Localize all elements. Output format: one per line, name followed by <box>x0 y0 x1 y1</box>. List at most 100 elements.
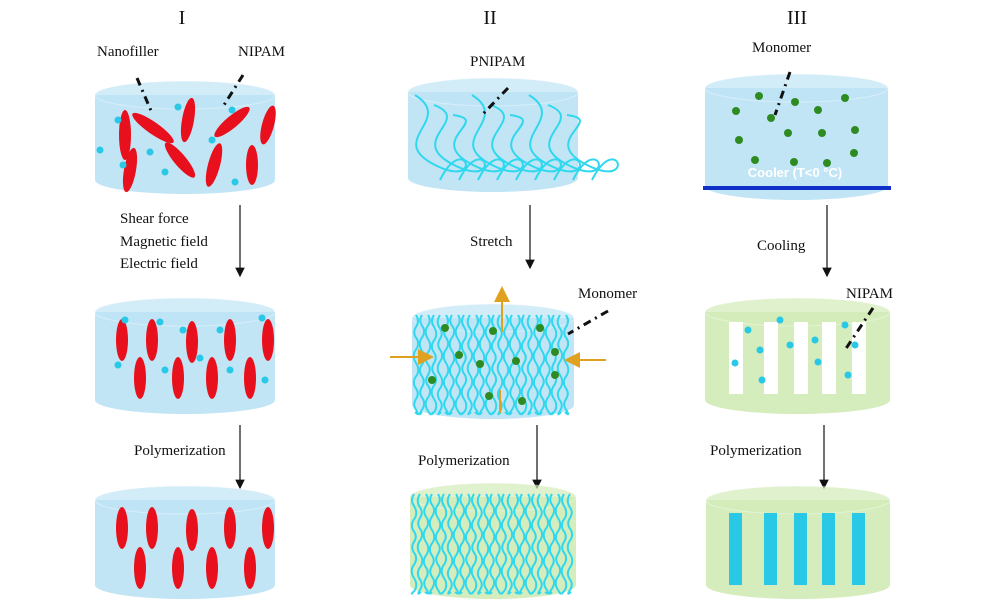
nipam-dot <box>208 136 216 144</box>
polymer-chain <box>524 493 532 595</box>
nipam-dot <box>731 359 739 367</box>
nanofiller-rod <box>214 106 250 138</box>
nanofiller-rod <box>186 509 198 551</box>
pnipam-chain <box>509 114 562 181</box>
nanofiller-rod <box>164 142 196 178</box>
polymer-chain <box>452 493 460 595</box>
polymer-chain <box>566 493 574 595</box>
stretched-chain <box>418 314 426 416</box>
nanofiller-rod <box>244 547 256 589</box>
step-cooling: Cooling <box>757 238 806 254</box>
nipam-dot <box>156 318 164 326</box>
polymer-chain <box>476 493 484 595</box>
stretched-chain <box>466 314 474 416</box>
nipam-dot <box>814 358 822 366</box>
polymer-chain <box>536 493 544 595</box>
cylinder-III-1-top <box>704 73 889 103</box>
label-nanofiller: Nanofiller <box>97 44 159 60</box>
stretched-chain <box>448 314 456 416</box>
pointer-nipam-III <box>843 307 875 351</box>
nanofiller-rod <box>172 357 184 399</box>
polymer-chain <box>500 493 508 595</box>
shapes-layer <box>94 71 891 599</box>
monomer-dot <box>790 158 798 166</box>
monomer-dot <box>518 397 526 405</box>
polymer-chain <box>548 493 556 595</box>
cylinder-II-3-top <box>409 482 577 512</box>
step-polymerization-I: Polymerization <box>134 443 226 459</box>
polymer-chain <box>470 493 478 595</box>
stretched-chain <box>442 314 450 416</box>
monomer-dot <box>791 98 799 106</box>
label-monomer-III: Monomer <box>752 40 811 56</box>
monomer-dot <box>551 348 559 356</box>
nipam-dot <box>196 354 204 362</box>
cylinder-III-3-top <box>705 485 891 515</box>
nipam-dot <box>121 316 129 324</box>
stretched-chain <box>508 314 516 416</box>
polymer-chain <box>428 493 436 595</box>
pore-channel <box>729 513 742 585</box>
nanofiller-rod <box>134 547 146 589</box>
monomer-dot <box>512 357 520 365</box>
polymer-chain <box>446 493 454 595</box>
nanofiller-rod <box>180 97 196 143</box>
stretched-chain <box>430 314 438 416</box>
pnipam-chain <box>414 94 467 181</box>
polymer-chain <box>554 493 562 595</box>
polymer-chain <box>440 493 448 595</box>
monomer-dot <box>455 351 463 359</box>
stretched-chain <box>544 314 552 416</box>
monomer-dot <box>814 106 822 114</box>
monomer-dot <box>735 136 743 144</box>
pnipam-chain <box>433 104 486 181</box>
polymer-chain <box>410 493 418 595</box>
ice-crystal <box>729 322 743 394</box>
pnipam-chain <box>452 114 505 181</box>
stretched-chain <box>550 314 558 416</box>
nanofiller-rod <box>246 145 258 185</box>
label-pnipam: PNIPAM <box>470 54 525 70</box>
label-monomer-II: Monomer <box>578 286 637 302</box>
polymer-chain <box>482 493 490 595</box>
stretched-chain <box>556 314 564 416</box>
polymer-chain <box>488 493 496 595</box>
monomer-dot <box>850 149 858 157</box>
step-shear-force: Shear force <box>120 211 189 227</box>
step-stretch: Stretch <box>470 234 513 250</box>
polymer-chain <box>560 493 568 595</box>
stretched-chain <box>538 314 546 416</box>
cylinder-III-2-top <box>704 297 891 327</box>
pointer-nanofiller <box>135 77 154 114</box>
ice-crystal <box>822 322 836 394</box>
nipam-dot <box>851 341 859 349</box>
column-title-II: II <box>483 7 496 29</box>
nanofiller-rod <box>146 319 158 361</box>
monomer-dot <box>732 107 740 115</box>
polymer-chain <box>494 493 502 595</box>
pnipam-chain <box>547 104 600 181</box>
monomer-dot <box>476 360 484 368</box>
pore-channel <box>852 513 865 585</box>
monomer-dot <box>428 376 436 384</box>
nanofiller-rod <box>119 110 131 160</box>
nanofiller-rod <box>224 319 236 361</box>
pnipam-chain <box>471 94 524 181</box>
monomer-dot <box>489 327 497 335</box>
nipam-dot <box>776 316 784 324</box>
cylinder-III-1-body <box>705 88 888 201</box>
nipam-dot <box>226 366 234 374</box>
monomer-dot <box>767 114 775 122</box>
label-nipam-III: NIPAM <box>846 286 893 302</box>
nipam-dot <box>161 168 169 176</box>
nipam-dot <box>744 326 752 334</box>
nanofiller-rod <box>244 357 256 399</box>
pnipam-chain <box>528 94 581 181</box>
ice-crystal <box>852 322 866 394</box>
step-electric-field: Electric field <box>120 256 198 272</box>
pointer-pnipam <box>480 86 510 117</box>
nanofiller-rod <box>146 507 158 549</box>
stretched-chain <box>520 314 528 416</box>
monomer-dot <box>851 126 859 134</box>
